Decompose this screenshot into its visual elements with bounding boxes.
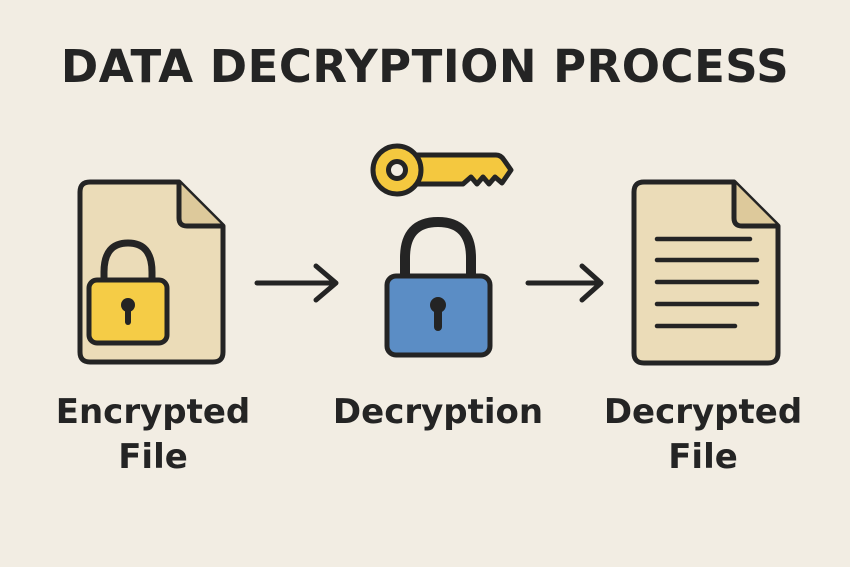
decrypted-file-label-line1: Decrypted [603,392,803,432]
encrypted-file-label-line1: Encrypted [55,392,251,432]
decryption-label-line1: Decryption [332,392,544,432]
blue-padlock-icon [384,216,493,358]
document-icon [631,179,781,366]
arrow-right-icon [525,263,604,303]
decrypted-file-label-line2: File [668,437,738,477]
encrypted-file-label: Encrypted File [28,390,278,480]
text-lines [654,236,760,329]
decrypted-file-label: Decrypted File [578,390,828,480]
decryption-label: Decryption [313,390,563,435]
yellow-padlock-icon [86,239,170,346]
key-icon [370,143,514,197]
diagram-title: DATA DECRYPTION PROCESS [60,40,790,93]
encrypted-file-label-line2: File [118,437,188,477]
arrow-right-icon [254,263,339,303]
encrypted-file-icon [77,179,226,365]
